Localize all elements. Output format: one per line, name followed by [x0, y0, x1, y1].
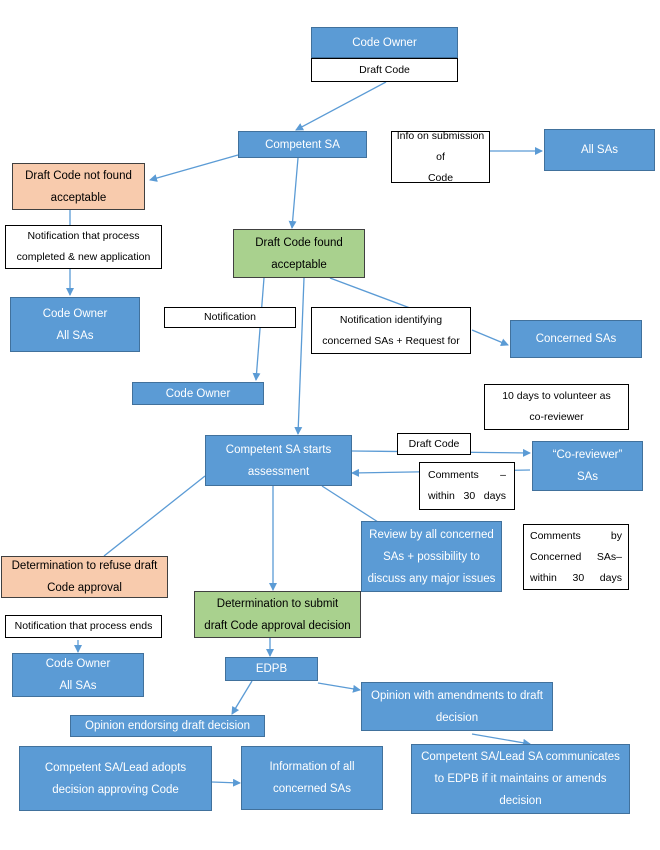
opinion-amend-label: Opinion with amendments to draft decisio… — [371, 689, 543, 724]
concerned-sas-box: Concerned SAs — [510, 320, 642, 358]
edpb-label: EDPB — [255, 663, 288, 675]
draft-code-top-label: Draft Code — [359, 63, 410, 76]
info-submission-box: Info on submission of Code — [391, 130, 490, 184]
draft-code-top-box: Draft Code — [311, 58, 458, 82]
draft-found-label: Draft Code found acceptable — [255, 236, 343, 271]
code-owner-top-label: Code Owner — [352, 36, 417, 49]
opinion-amend-box: Opinion with amendments to draft decisio… — [361, 682, 553, 731]
lead-adopts-label: Competent SA/Lead adopts decision approv… — [44, 761, 187, 796]
notif-ends-label: Notification that process ends — [14, 620, 153, 632]
arrow-competent-to-notfound — [149, 154, 239, 182]
arrow-adopts-to-info — [211, 778, 241, 787]
arrow-draftcode-to-competent — [295, 81, 387, 131]
notification-label: Notification — [204, 311, 256, 323]
draft-not-found-label: Draft Code not found acceptable — [25, 169, 132, 204]
code-owner-all-sas-2-box: Code Owner All SAs — [12, 653, 144, 697]
arrow-edpb-to-endorse — [231, 680, 253, 715]
info-all-label: Information of all concerned SAs — [269, 761, 355, 795]
draft-code-mid-label: Draft Code — [408, 437, 460, 450]
notif-completed-label: Notification that process completed & ne… — [16, 230, 151, 263]
lead-communicates-label: Competent SA/Lead SA communicates to EDP… — [421, 751, 620, 807]
determination-submit-box: Determination to submit draft Code appro… — [194, 591, 361, 638]
opinion-endorse-label: Opinion endorsing draft decision — [85, 720, 250, 732]
co-reviewer-box: “Co-reviewer” SAs — [532, 441, 643, 491]
notif-identifying-box: Notification identifying concerned SAs +… — [311, 307, 471, 354]
arrow-found-to-codeowner-mid — [252, 277, 265, 381]
comments-30-label: Comments – within 30 days — [428, 469, 506, 502]
notification-box: Notification — [164, 307, 296, 328]
comments-30-box: Comments – within 30 days — [419, 462, 515, 510]
arrow-starts-to-refuse — [103, 475, 206, 557]
competent-sa-label: Competent SA — [265, 138, 340, 151]
ten-days-box: 10 days to volunteer as co-reviewer — [484, 384, 629, 430]
arrow-edpb-to-amend — [317, 682, 361, 693]
co-reviewer-label: “Co-reviewer” SAs — [552, 449, 623, 483]
arrow-found-to-identifying — [329, 277, 411, 309]
determination-refuse-box: Determination to refuse draft Code appro… — [1, 556, 168, 598]
arrow-starts-to-review — [321, 485, 379, 523]
opinion-endorse-box: Opinion endorsing draft decision — [70, 715, 265, 737]
lead-adopts-box: Competent SA/Lead adopts decision approv… — [19, 746, 212, 811]
competent-starts-label: Competent SA starts assessment — [225, 443, 332, 478]
notif-identifying-label: Notification identifying concerned SAs +… — [322, 313, 460, 347]
code-owner-all-sas-1-label: Code Owner All SAs — [42, 307, 108, 342]
arrow-identifying-to-concerned — [471, 329, 509, 346]
review-all-label: Review by all concerned SAs + possibilit… — [367, 528, 496, 585]
code-owner-top-box: Code Owner — [311, 27, 458, 58]
ten-days-label: 10 days to volunteer as co-reviewer — [502, 390, 611, 423]
draft-code-mid-box: Draft Code — [397, 433, 471, 455]
all-sas-label: All SAs — [580, 144, 619, 156]
code-owner-all-sas-1-box: Code Owner All SAs — [10, 297, 140, 352]
concerned-sas-label: Concerned SAs — [535, 333, 617, 345]
code-owner-mid-label: Code Owner — [165, 387, 231, 400]
competent-starts-box: Competent SA starts assessment — [205, 435, 352, 486]
arrow-amend-to-communicates — [471, 733, 531, 747]
arrow-found-to-starts — [294, 277, 305, 435]
info-all-box: Information of all concerned SAs — [241, 746, 383, 810]
determination-refuse-label: Determination to refuse draft Code appro… — [11, 560, 158, 594]
code-owner-all-sas-2-label: Code Owner All SAs — [45, 658, 111, 692]
comments-by-box: Comments by Concerned SAs– within 30 day… — [523, 524, 629, 590]
info-submission-label: Info on submission of Code — [396, 129, 485, 184]
review-all-box: Review by all concerned SAs + possibilit… — [361, 521, 502, 592]
lead-communicates-box: Competent SA/Lead SA communicates to EDP… — [411, 744, 630, 814]
determination-submit-label: Determination to submit draft Code appro… — [204, 597, 351, 632]
competent-sa-box: Competent SA — [238, 131, 367, 158]
all-sas-box: All SAs — [544, 129, 655, 171]
notif-ends-box: Notification that process ends — [5, 615, 162, 638]
comments-by-label: Comments by Concerned SAs– within 30 day… — [530, 529, 622, 584]
draft-found-box: Draft Code found acceptable — [233, 229, 365, 278]
draft-not-found-box: Draft Code not found acceptable — [12, 163, 145, 210]
notif-completed-box: Notification that process completed & ne… — [5, 225, 162, 269]
arrow-competent-to-found — [288, 157, 299, 229]
edpb-box: EDPB — [225, 657, 318, 681]
code-owner-mid-box: Code Owner — [132, 382, 264, 405]
